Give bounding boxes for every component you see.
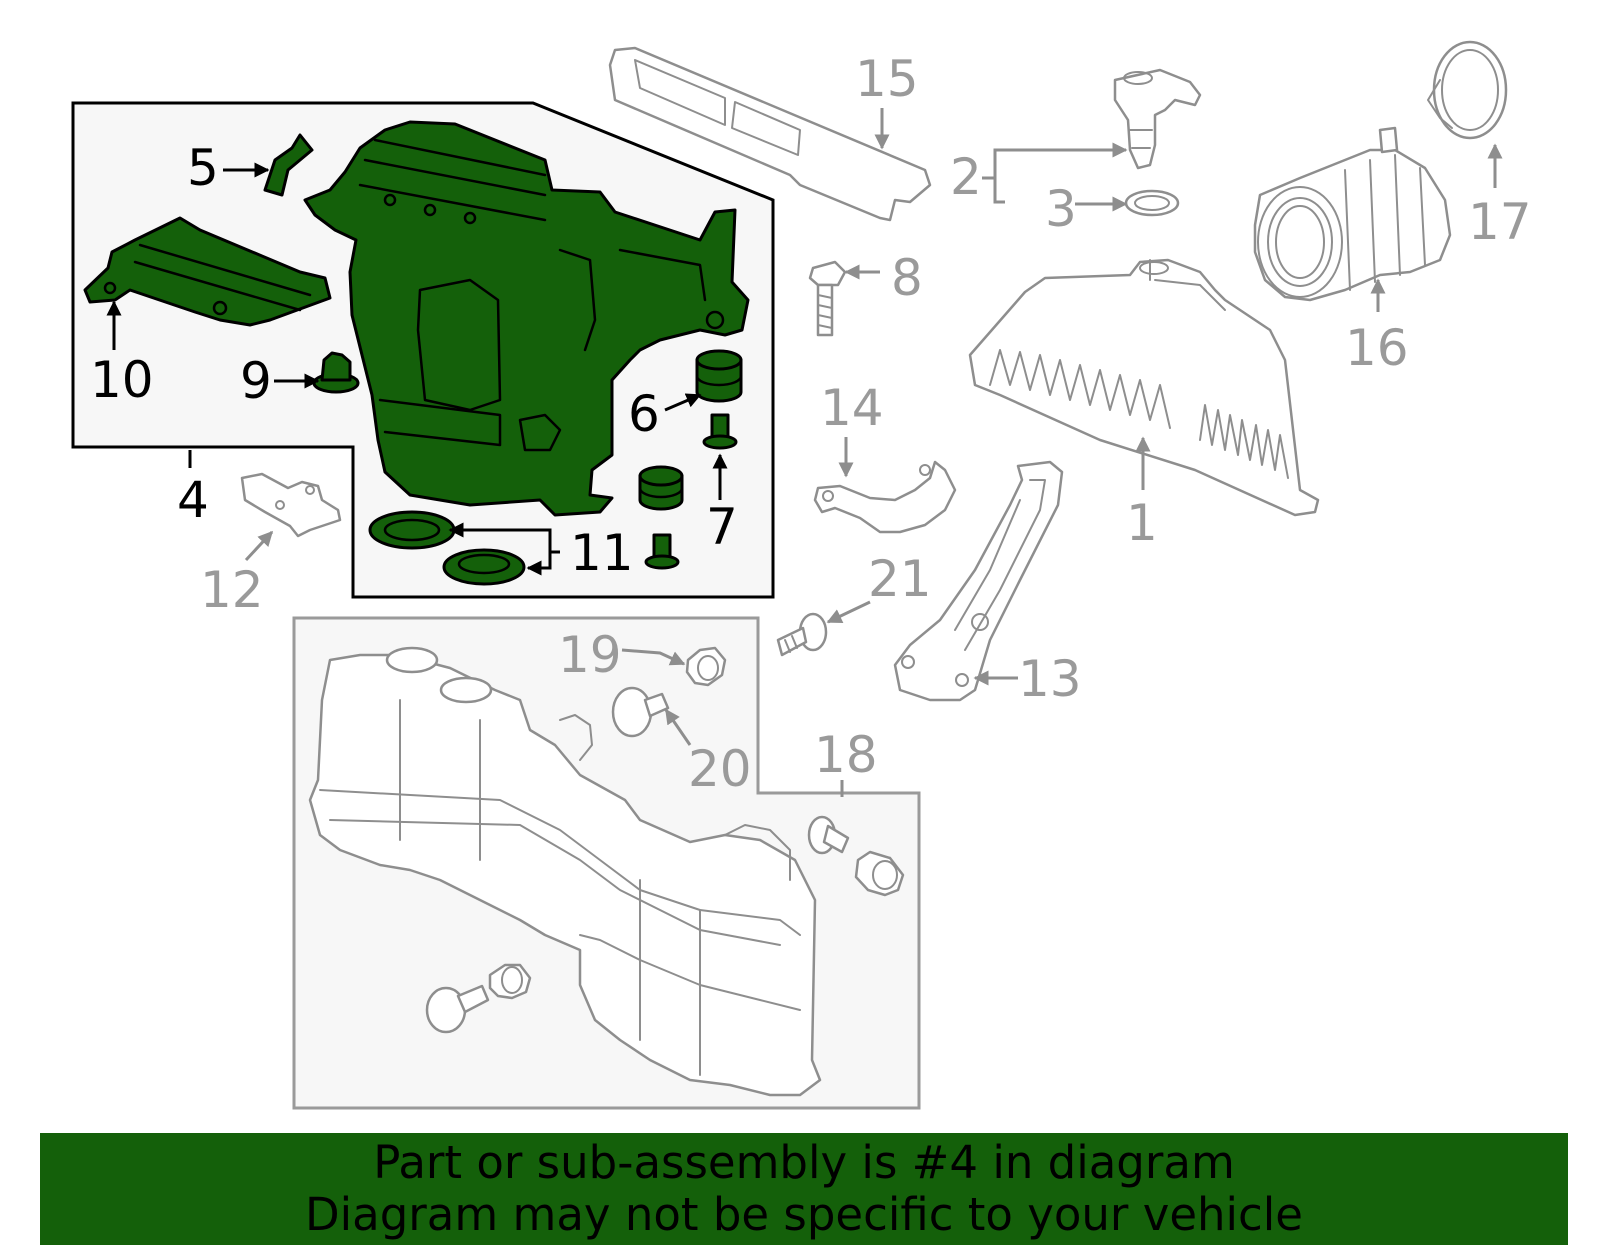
callout-20: 20 (688, 740, 752, 798)
callout-18: 18 (814, 726, 878, 784)
pin-part-7-upper (702, 413, 738, 450)
callout-4: 4 (177, 471, 209, 529)
grommet-part-6-lower (638, 465, 684, 511)
callout-8: 8 (891, 249, 923, 307)
duct-part-16 (1253, 126, 1452, 302)
bolt-part-18-upper (807, 815, 850, 855)
bracket-part-12 (240, 472, 342, 538)
callout-2: 2 (950, 148, 982, 206)
grommet-part-18-upper (854, 850, 905, 897)
callout-3: 3 (1045, 180, 1077, 238)
sensor-part-2 (1113, 68, 1202, 170)
bracket-part-10 (83, 216, 332, 327)
stay-part-14 (813, 460, 957, 534)
o-ring-part-3 (1124, 189, 1180, 217)
leader-lines (106, 108, 1503, 797)
pin-part-20 (611, 686, 670, 738)
callouts: 5 10 9 6 7 11 4 15 2 3 17 8 16 14 1 21 1… (90, 50, 1532, 798)
callout-17: 17 (1468, 193, 1532, 251)
info-banner: Part or sub-assembly is #4 in diagram Di… (40, 1133, 1568, 1245)
grommet-part-6-upper (695, 349, 743, 403)
banner-line-2: Diagram may not be specific to your vehi… (305, 1188, 1303, 1241)
bolt-part-18-lower (425, 984, 490, 1034)
callout-13: 13 (1018, 650, 1082, 708)
callout-6: 6 (628, 385, 660, 443)
callout-1: 1 (1126, 494, 1158, 552)
grommet-part-9 (312, 351, 360, 394)
callout-10: 10 (90, 351, 154, 409)
bolt-part-8 (808, 260, 847, 337)
clip-part-5 (263, 133, 314, 197)
clamp-part-17 (1427, 40, 1508, 140)
banner-line-1: Part or sub-assembly is #4 in diagram (373, 1136, 1235, 1189)
bracket-part-13 (893, 460, 1064, 702)
grommet-part-18-lower (488, 963, 532, 1000)
callout-7: 7 (706, 498, 738, 556)
air-cleaner-case-housing (303, 120, 750, 517)
callout-19: 19 (558, 626, 622, 684)
callout-21: 21 (868, 550, 932, 608)
air-cleaner-cover-part-1 (968, 258, 1320, 517)
cover-part-15 (608, 46, 932, 222)
callout-5: 5 (187, 139, 219, 197)
callout-14: 14 (820, 379, 884, 437)
grommet-part-19 (685, 646, 727, 687)
pin-part-7-lower (644, 533, 680, 570)
resonator-part-18 (308, 646, 822, 1097)
seal-part-11-lower (442, 548, 526, 586)
callout-11: 11 (570, 524, 634, 582)
callout-15: 15 (855, 50, 919, 108)
callout-9: 9 (240, 352, 272, 410)
callout-12: 12 (200, 561, 264, 619)
seal-part-11-upper (368, 510, 456, 550)
callout-16: 16 (1345, 319, 1409, 377)
bolt-part-21 (776, 612, 828, 657)
